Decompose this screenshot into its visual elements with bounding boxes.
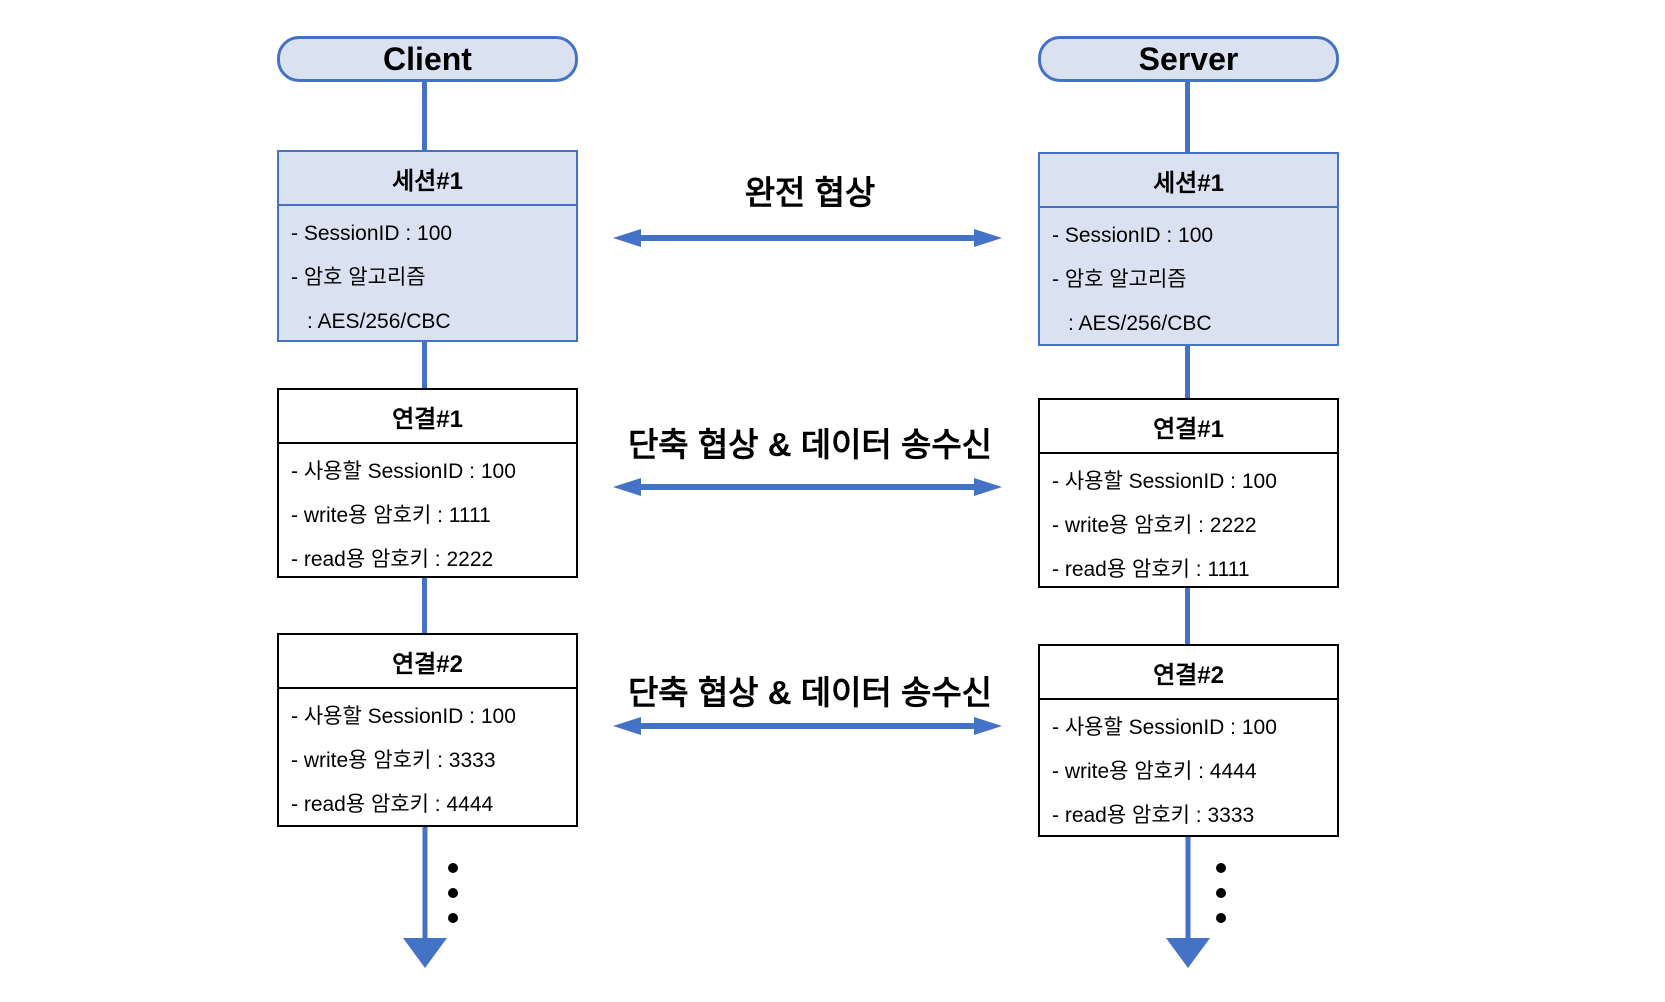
server-timeline-arrow-icon	[1166, 837, 1210, 968]
client-connection1-title: 연결#1	[279, 390, 576, 444]
connection-attribute: - 사용할 SessionID : 100	[291, 705, 516, 728]
session-attribute: - SessionID : 100	[1052, 224, 1214, 247]
arrow-head-left	[613, 717, 641, 735]
client-session-title: 세션#1	[279, 152, 576, 206]
connection-attribute: - write용 암호키 : 1111	[291, 504, 491, 527]
full-negotiation-label: 완전 협상	[744, 174, 876, 211]
arrow-shaft	[641, 484, 974, 490]
connector-line	[1185, 346, 1190, 398]
arrow-head-left	[613, 478, 641, 496]
connection-attribute: - 사용할 SessionID : 100	[1052, 470, 1277, 493]
session-attribute: : AES/256/CBC	[307, 310, 451, 333]
connection-attribute: - read용 암호키 : 2222	[291, 548, 494, 571]
connection-attribute: - write용 암호키 : 3333	[291, 749, 496, 772]
server-connection1-body: - 사용할 SessionID : 100 - write용 암호키 : 222…	[1040, 454, 1337, 592]
server-ellipsis-dots	[1216, 863, 1226, 938]
server-session-title: 세션#1	[1040, 154, 1337, 208]
arrow-head-right	[974, 478, 1002, 496]
dot	[448, 888, 458, 898]
arrow-head-right	[974, 717, 1002, 735]
client-label: Client	[383, 40, 472, 77]
arrow-shaft	[422, 827, 428, 939]
server-connection2-body: - 사용할 SessionID : 100 - write용 암호키 : 444…	[1040, 700, 1337, 838]
session-attribute: - 암호 알고리즘	[291, 266, 426, 289]
server-connection1-box: 연결#1 - 사용할 SessionID : 100 - write용 암호키 …	[1038, 398, 1339, 588]
arrow-shaft	[641, 723, 974, 729]
server-label: Server	[1138, 40, 1239, 77]
connector-line	[422, 82, 427, 150]
resumed-negotiation2-arrow-icon	[613, 716, 1002, 736]
connection-attribute: - read용 암호키 : 1111	[1052, 558, 1250, 581]
server-session-body: - SessionID : 100 - 암호 알고리즘 : AES/256/CB…	[1040, 208, 1337, 346]
session-attribute: - SessionID : 100	[291, 222, 453, 245]
dot	[1216, 913, 1226, 923]
connection-attribute: - 사용할 SessionID : 100	[291, 460, 516, 483]
client-session-box: 세션#1 - SessionID : 100 - 암호 알고리즘 : AES/2…	[277, 150, 578, 342]
connection-attribute: - 사용할 SessionID : 100	[1052, 716, 1277, 739]
client-node: Client	[277, 36, 578, 82]
dot	[1216, 863, 1226, 873]
connector-line	[422, 342, 427, 388]
server-node: Server	[1038, 36, 1339, 82]
resumed-negotiation1-label: 단축 협상 & 데이터 송수신	[627, 426, 993, 463]
connection-attribute: - write용 암호키 : 2222	[1052, 514, 1257, 537]
client-ellipsis-dots	[448, 863, 458, 938]
client-session-body: - SessionID : 100 - 암호 알고리즘 : AES/256/CB…	[279, 206, 576, 344]
connector-line	[1185, 588, 1190, 644]
client-connection2-box: 연결#2 - 사용할 SessionID : 100 - write용 암호키 …	[277, 633, 578, 827]
arrow-head	[403, 938, 447, 968]
connector-line	[422, 578, 427, 633]
arrow-head	[1166, 938, 1210, 968]
connection-attribute: - write용 암호키 : 4444	[1052, 760, 1257, 783]
session-attribute: - 암호 알고리즘	[1052, 268, 1187, 291]
connection-attribute: - read용 암호키 : 4444	[291, 793, 494, 816]
dot	[448, 863, 458, 873]
dot	[1216, 888, 1226, 898]
connection-attribute: - read용 암호키 : 3333	[1052, 804, 1255, 827]
session-attribute: : AES/256/CBC	[1068, 312, 1212, 335]
arrow-shaft	[641, 235, 974, 241]
arrow-head-right	[974, 229, 1002, 247]
connector-line	[1185, 82, 1190, 152]
client-connection2-title: 연결#2	[279, 635, 576, 689]
resumed-negotiation2-label: 단축 협상 & 데이터 송수신	[627, 674, 993, 711]
full-negotiation-arrow-icon	[613, 228, 1002, 248]
server-session-box: 세션#1 - SessionID : 100 - 암호 알고리즘 : AES/2…	[1038, 152, 1339, 346]
client-connection1-box: 연결#1 - 사용할 SessionID : 100 - write용 암호키 …	[277, 388, 578, 578]
arrow-shaft	[1185, 837, 1191, 939]
server-connection1-title: 연결#1	[1040, 400, 1337, 454]
client-timeline-arrow-icon	[403, 827, 447, 968]
client-connection1-body: - 사용할 SessionID : 100 - write용 암호키 : 111…	[279, 444, 576, 582]
arrow-head-left	[613, 229, 641, 247]
dot	[448, 913, 458, 923]
server-connection2-box: 연결#2 - 사용할 SessionID : 100 - write용 암호키 …	[1038, 644, 1339, 837]
client-connection2-body: - 사용할 SessionID : 100 - write용 암호키 : 333…	[279, 689, 576, 827]
resumed-negotiation1-arrow-icon	[613, 477, 1002, 497]
server-connection2-title: 연결#2	[1040, 646, 1337, 700]
